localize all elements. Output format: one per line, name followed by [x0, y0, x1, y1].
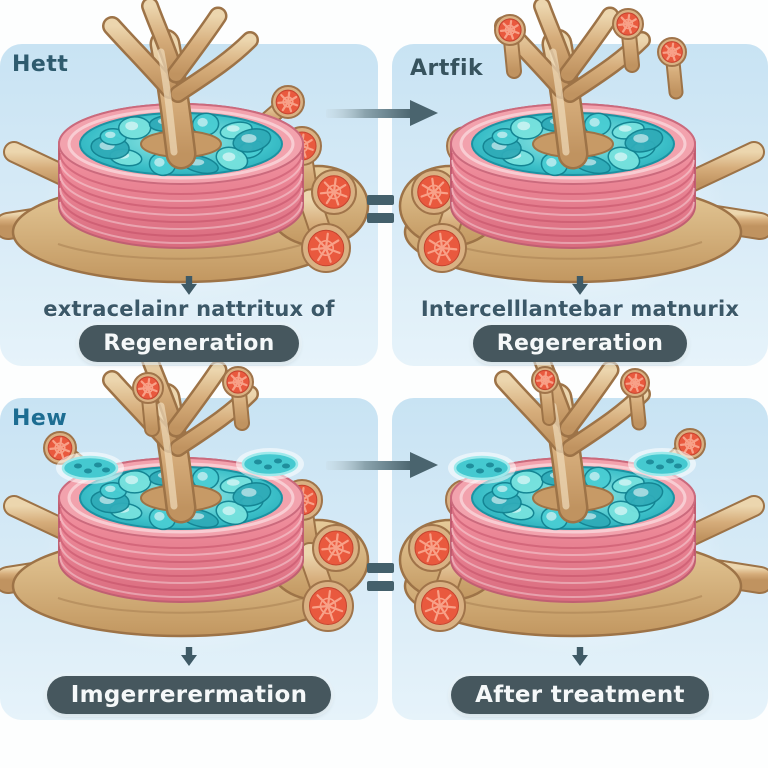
right-arrow-icon — [326, 98, 440, 128]
panel-bottom-left: Hew Imgerrerermation — [0, 351, 378, 720]
equals-icon — [367, 563, 394, 599]
label-pill: Regereration — [472, 325, 688, 362]
label-pill: Regeneration — [79, 325, 299, 362]
caption-block: extracelainr nattritux of Regeneration — [0, 275, 378, 366]
down-arrow-icon — [181, 647, 197, 666]
label-pill: After treatment — [451, 676, 709, 714]
panel-top-right: Artfik Intercelllantebar matnurix Regere… — [392, 0, 768, 366]
panel-bottom-right: After treatment — [392, 351, 768, 720]
equals-icon — [367, 195, 394, 231]
disc-illustration — [390, 348, 768, 680]
down-arrow-icon — [572, 275, 588, 295]
caption-block: Intercelllantebar matnurix Regereration — [392, 275, 768, 366]
right-arrow-icon — [326, 450, 440, 480]
label-pill: Imgerrerermation — [46, 676, 332, 714]
caption-block: After treatment — [392, 647, 768, 720]
corner-label: Artfik — [410, 56, 484, 81]
down-arrow-icon — [572, 647, 588, 666]
caption-block: Imgerrerermation — [0, 647, 378, 720]
caption-text: extracelainr nattritux of — [43, 296, 335, 321]
panel-top-left: Hett extracelainr nattritux of Regenerat… — [0, 0, 378, 366]
down-arrow-icon — [181, 275, 197, 295]
caption-text: Intercelllantebar matnurix — [420, 296, 740, 321]
disc-illustration — [0, 348, 378, 680]
corner-label: Hett — [12, 52, 69, 77]
corner-label: Hew — [12, 406, 68, 431]
